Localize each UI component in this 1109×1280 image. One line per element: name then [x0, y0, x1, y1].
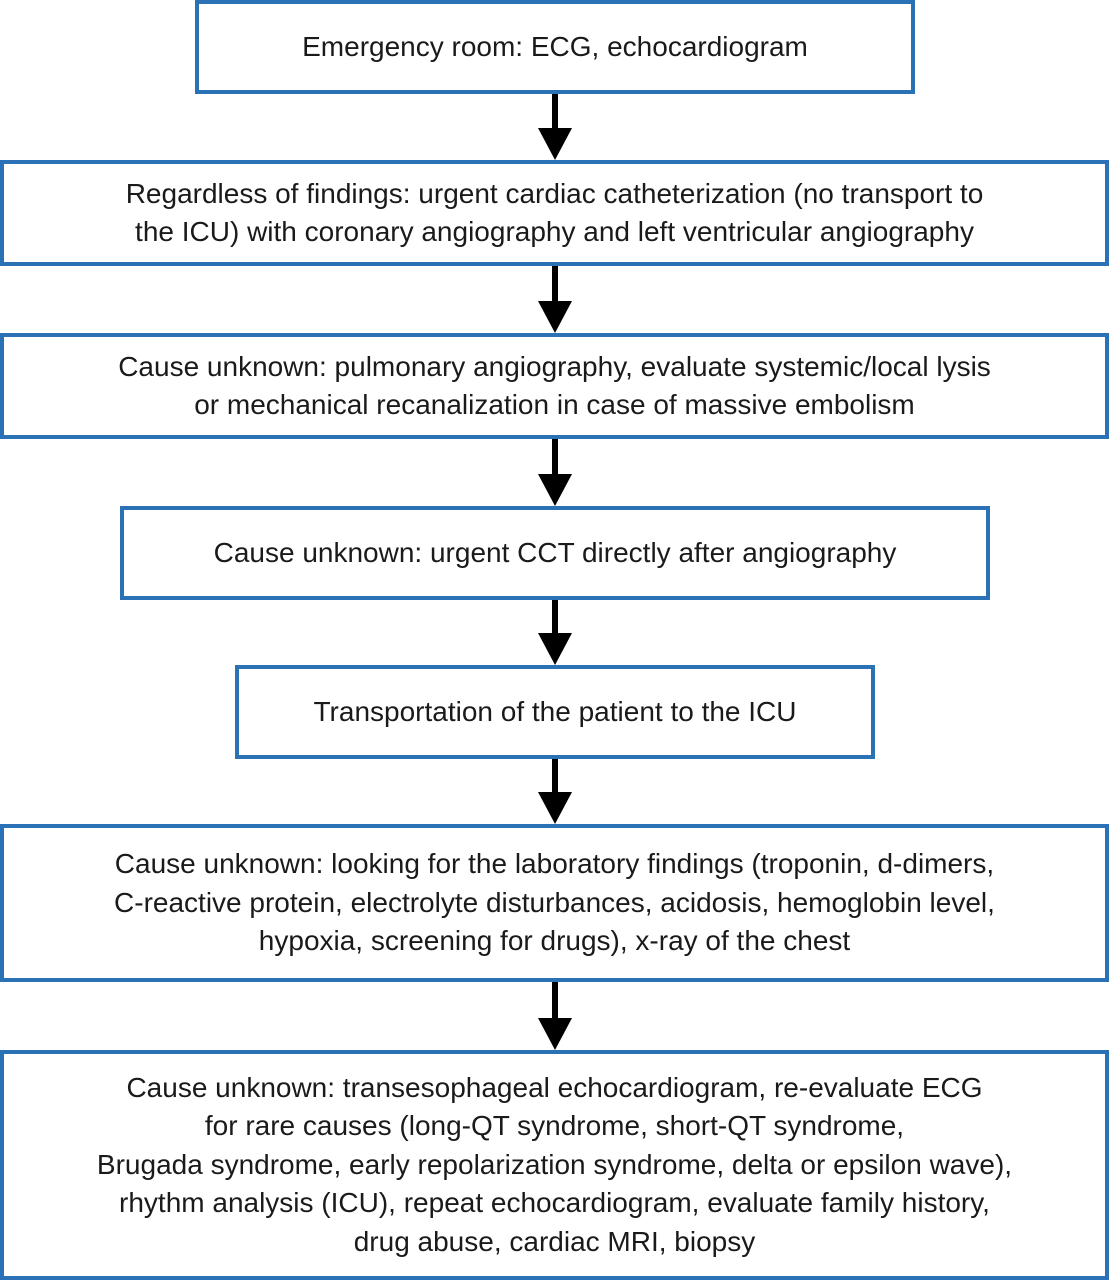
step-line: for rare causes (long-QT syndrome, short…	[204, 1110, 905, 1142]
arrow-head	[538, 1018, 572, 1050]
step-line: C-reactive protein, electrolyte disturba…	[114, 886, 995, 918]
step-cardiac-catheterization-text: Regardless of findings: urgent cardiac c…	[126, 175, 984, 252]
step-line: Transportation of the patient to the ICU	[313, 695, 797, 727]
step-line: hypoxia, screening for drugs), x-ray of …	[258, 925, 851, 957]
arrow-2-to-3	[538, 266, 572, 333]
step-line: drug abuse, cardiac MRI, biopsy	[353, 1225, 756, 1257]
step-urgent-cct-text: Cause unknown: urgent CCT directly after…	[214, 534, 897, 573]
step-laboratory-findings-text: Cause unknown: looking for the laborator…	[114, 845, 995, 961]
step-urgent-cct: Cause unknown: urgent CCT directly after…	[120, 506, 990, 600]
step-line: the ICU) with coronary angiography and l…	[135, 216, 974, 247]
step-emergency-room-text: Emergency room: ECG, echocardiogram	[302, 28, 808, 67]
step-rare-causes-text: Cause unknown: transesophageal echocardi…	[97, 1069, 1012, 1262]
step-line: Cause unknown: looking for the laborator…	[114, 848, 995, 880]
step-laboratory-findings: Cause unknown: looking for the laborator…	[0, 824, 1109, 982]
arrow-5-to-6	[538, 759, 572, 824]
step-cardiac-catheterization: Regardless of findings: urgent cardiac c…	[0, 160, 1109, 266]
step-line: or mechanical recanalization in case of …	[194, 389, 915, 420]
arrow-6-to-7	[538, 982, 572, 1050]
step-emergency-room: Emergency room: ECG, echocardiogram	[195, 0, 915, 94]
step-line: Brugada syndrome, early repolarization s…	[96, 1148, 1013, 1180]
step-line: Cause unknown: pulmonary angiography, ev…	[118, 350, 991, 382]
arrow-head	[538, 474, 572, 506]
arrow-head	[538, 301, 572, 333]
step-pulmonary-angiography: Cause unknown: pulmonary angiography, ev…	[0, 333, 1109, 439]
step-rare-causes: Cause unknown: transesophageal echocardi…	[0, 1050, 1109, 1280]
step-line: rhythm analysis (ICU), repeat echocardio…	[119, 1187, 990, 1219]
step-pulmonary-angiography-text: Cause unknown: pulmonary angiography, ev…	[118, 348, 991, 425]
arrow-head	[538, 128, 572, 160]
arrow-4-to-5	[538, 600, 572, 665]
arrow-1-to-2	[538, 94, 572, 160]
step-line: Emergency room: ECG, echocardiogram	[302, 30, 808, 62]
arrow-head	[538, 633, 572, 665]
arrow-head	[538, 792, 572, 824]
step-transport-icu: Transportation of the patient to the ICU	[235, 665, 875, 759]
step-line: Cause unknown: transesophageal echocardi…	[126, 1071, 983, 1103]
step-line: Regardless of findings: urgent cardiac c…	[125, 177, 984, 209]
step-line: Cause unknown: urgent CCT directly after…	[213, 536, 897, 568]
arrow-3-to-4	[538, 439, 572, 506]
step-transport-icu-text: Transportation of the patient to the ICU	[313, 693, 796, 732]
